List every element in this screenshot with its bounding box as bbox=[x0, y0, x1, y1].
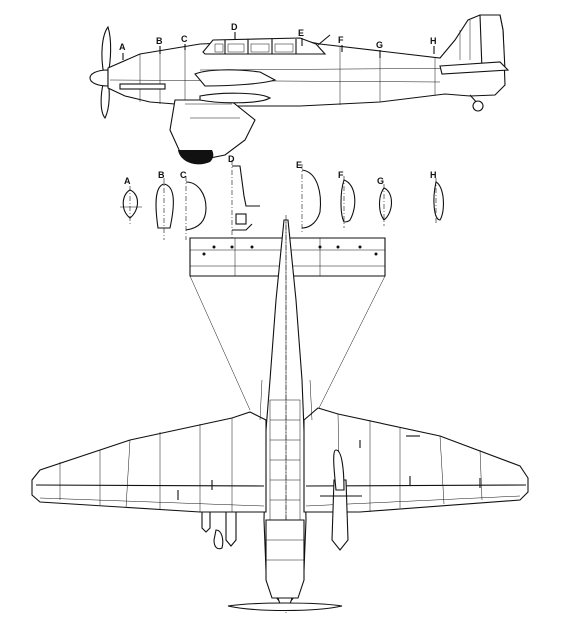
spinner bbox=[89, 69, 109, 87]
side-label-g: G bbox=[376, 40, 383, 50]
projection-line-right bbox=[317, 275, 386, 411]
section-label-f: F bbox=[338, 170, 344, 180]
side-tailplane bbox=[439, 61, 510, 75]
side-label-f: F bbox=[338, 35, 344, 45]
top-engine-cowling bbox=[265, 519, 305, 599]
side-canopy bbox=[202, 37, 327, 55]
side-rudder bbox=[479, 14, 506, 71]
antenna-mast bbox=[317, 34, 331, 46]
side-label-h: H bbox=[430, 36, 437, 46]
side-label-d: D bbox=[231, 22, 238, 32]
section-h: H bbox=[430, 170, 445, 224]
left-flap-line bbox=[39, 497, 265, 507]
top-left-wing bbox=[31, 411, 267, 513]
side-bomb bbox=[199, 92, 272, 104]
section-d: D bbox=[228, 154, 260, 240]
section-c: C bbox=[180, 170, 207, 240]
section-label-b: B bbox=[158, 170, 165, 180]
top-propeller bbox=[227, 602, 343, 612]
side-label-a: A bbox=[119, 42, 126, 52]
tail-rivet-marks bbox=[202, 245, 378, 256]
section-a: A bbox=[120, 176, 142, 224]
side-fuselage bbox=[107, 14, 506, 107]
section-g: G bbox=[377, 176, 393, 226]
side-view: A B C D E F G H bbox=[89, 14, 510, 165]
side-station-ticks bbox=[122, 32, 435, 60]
exhaust-stack bbox=[119, 83, 166, 90]
wing-markers bbox=[177, 435, 481, 500]
section-label-a: A bbox=[124, 176, 131, 186]
projection-line-left bbox=[189, 275, 251, 411]
section-label-c: C bbox=[180, 170, 187, 180]
side-label-e: E bbox=[298, 28, 304, 38]
left-small-bomb bbox=[201, 511, 211, 533]
section-f: F bbox=[338, 170, 356, 228]
section-e: E bbox=[296, 160, 322, 234]
propeller-blade-upper bbox=[101, 25, 112, 76]
section-label-g: G bbox=[377, 176, 384, 186]
tail-wheel bbox=[472, 100, 484, 112]
main-gear-spat bbox=[169, 99, 256, 161]
section-b: B bbox=[155, 170, 174, 240]
section-label-d: D bbox=[228, 154, 235, 164]
side-panel-lines bbox=[109, 47, 501, 106]
main-wheel bbox=[178, 150, 214, 165]
left-gear-spat-top bbox=[225, 511, 237, 547]
left-drop-tank bbox=[213, 529, 224, 550]
top-cockpit-detail bbox=[259, 379, 313, 521]
side-wing-root bbox=[194, 69, 277, 87]
top-view bbox=[31, 215, 529, 615]
side-label-b: B bbox=[156, 36, 163, 46]
cross-sections: A B C D E F G bbox=[120, 154, 445, 240]
section-label-h: H bbox=[430, 170, 437, 180]
canopy-frames bbox=[214, 39, 297, 54]
section-label-e: E bbox=[296, 160, 302, 170]
right-wing-bomb bbox=[333, 449, 345, 491]
side-label-c: C bbox=[181, 34, 188, 44]
